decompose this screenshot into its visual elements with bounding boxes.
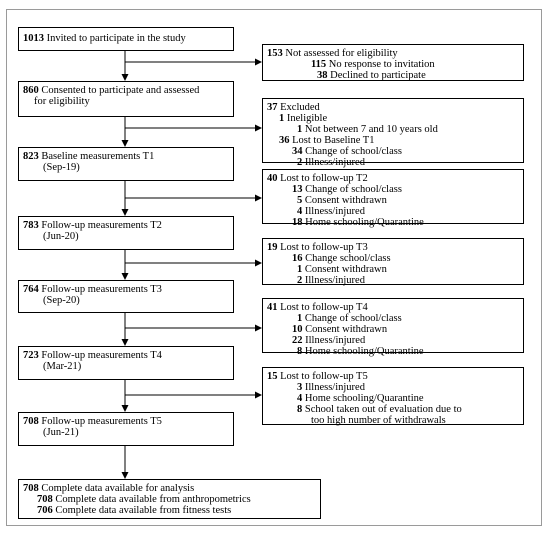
box-followup-t3: 764 Follow-up measurements T3 (Sep-20): [18, 280, 234, 313]
box-consented: 860 Consented to participate and assesse…: [18, 81, 234, 117]
box-followup-t4: 723 Follow-up measurements T4 (Mar-21): [18, 346, 234, 380]
box-excluded: 37 Excluded 1 Ineligible 1 Not between 7…: [262, 98, 524, 168]
box-lost-t2: 40 Lost to follow-up T2 13 Change of sch…: [262, 169, 524, 228]
box-complete-data: 708 Complete data available for analysis…: [18, 479, 321, 519]
box-lost-t4: 41 Lost to follow-up T4 1 Change of scho…: [262, 298, 524, 357]
box-lost-t5: 15 Lost to follow-up T5 3 Illness/injure…: [262, 367, 524, 426]
box-invited: 1013 Invited to participate in the study: [18, 27, 234, 51]
box-followup-t5: 708 Follow-up measurements T5 (Jun-21): [18, 412, 234, 446]
box-lost-t3: 19 Lost to follow-up T3 16 Change school…: [262, 238, 524, 286]
box-followup-t2: 783 Follow-up measurements T2 (Jun-20): [18, 216, 234, 250]
diagram-frame: [6, 9, 542, 526]
box-not-assessed: 153 Not assessed for eligibility 115 No …: [262, 44, 524, 81]
box-baseline-t1: 823 Baseline measurements T1 (Sep-19): [18, 147, 234, 181]
